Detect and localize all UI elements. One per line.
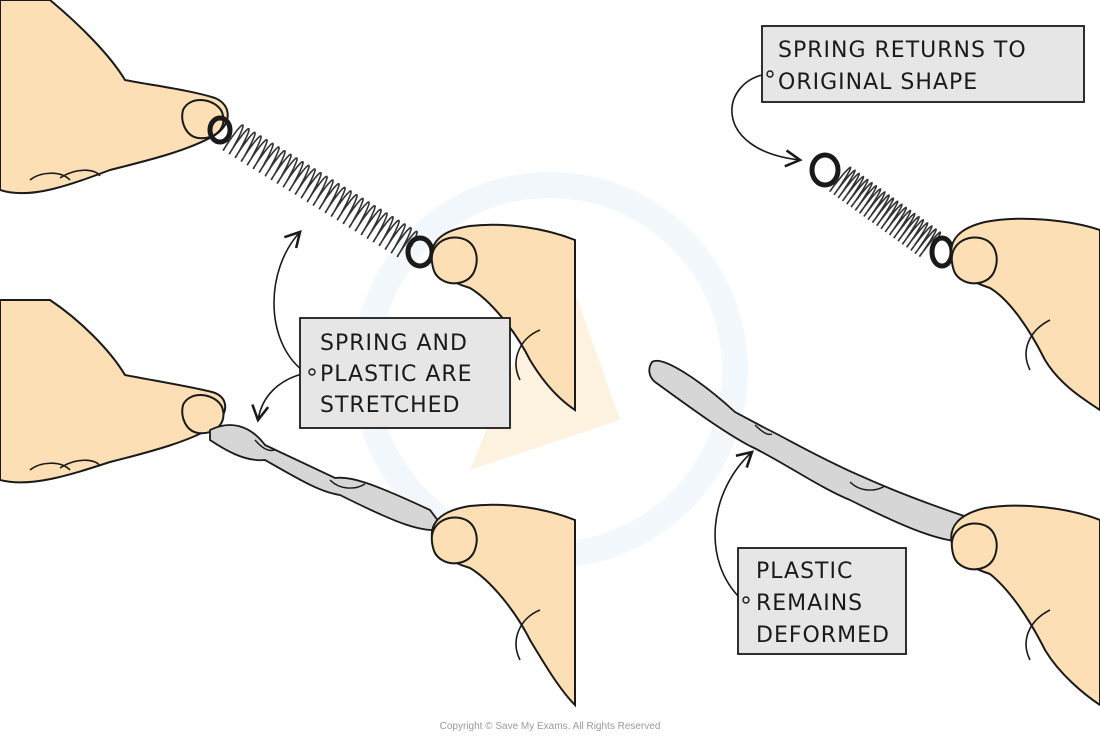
- copyright-text: Copyright © Save My Exams. All Rights Re…: [440, 721, 661, 732]
- label-stretched: SPRING AND PLASTIC ARE STRETCHED: [299, 317, 511, 429]
- label-deformed-line-3: DEFORMED: [756, 623, 890, 648]
- label-stretched-line-2: PLASTIC ARE: [320, 362, 473, 387]
- deformed-plastic: [648, 359, 977, 543]
- label-returns-line-2: ORIGINAL SHAPE: [778, 70, 978, 95]
- label-stretched-line-1: SPRING AND: [320, 331, 468, 356]
- relaxed-spring: [809, 152, 955, 269]
- right-hand-bottom: [430, 503, 576, 708]
- left-hand-top: [0, 0, 229, 195]
- label-deformed: PLASTIC REMAINS DEFORMED: [737, 547, 907, 655]
- left-hand-bottom: [0, 299, 227, 484]
- label-returns: SPRING RETURNS TO ORIGINAL SHAPE: [761, 25, 1085, 103]
- stretched-plastic: [209, 424, 447, 532]
- stretched-arrows: [251, 230, 303, 423]
- deformed-arrow: [714, 450, 754, 601]
- right-hand-relaxed-spring: [950, 217, 1100, 412]
- returns-arrow: [731, 73, 803, 168]
- label-deformed-line-1: PLASTIC: [756, 559, 853, 584]
- label-stretched-line-3: STRETCHED: [320, 393, 460, 418]
- label-deformed-line-2: REMAINS: [756, 591, 863, 616]
- label-returns-line-1: SPRING RETURNS TO: [778, 38, 1027, 63]
- right-hand-deformed-plastic: [950, 504, 1100, 707]
